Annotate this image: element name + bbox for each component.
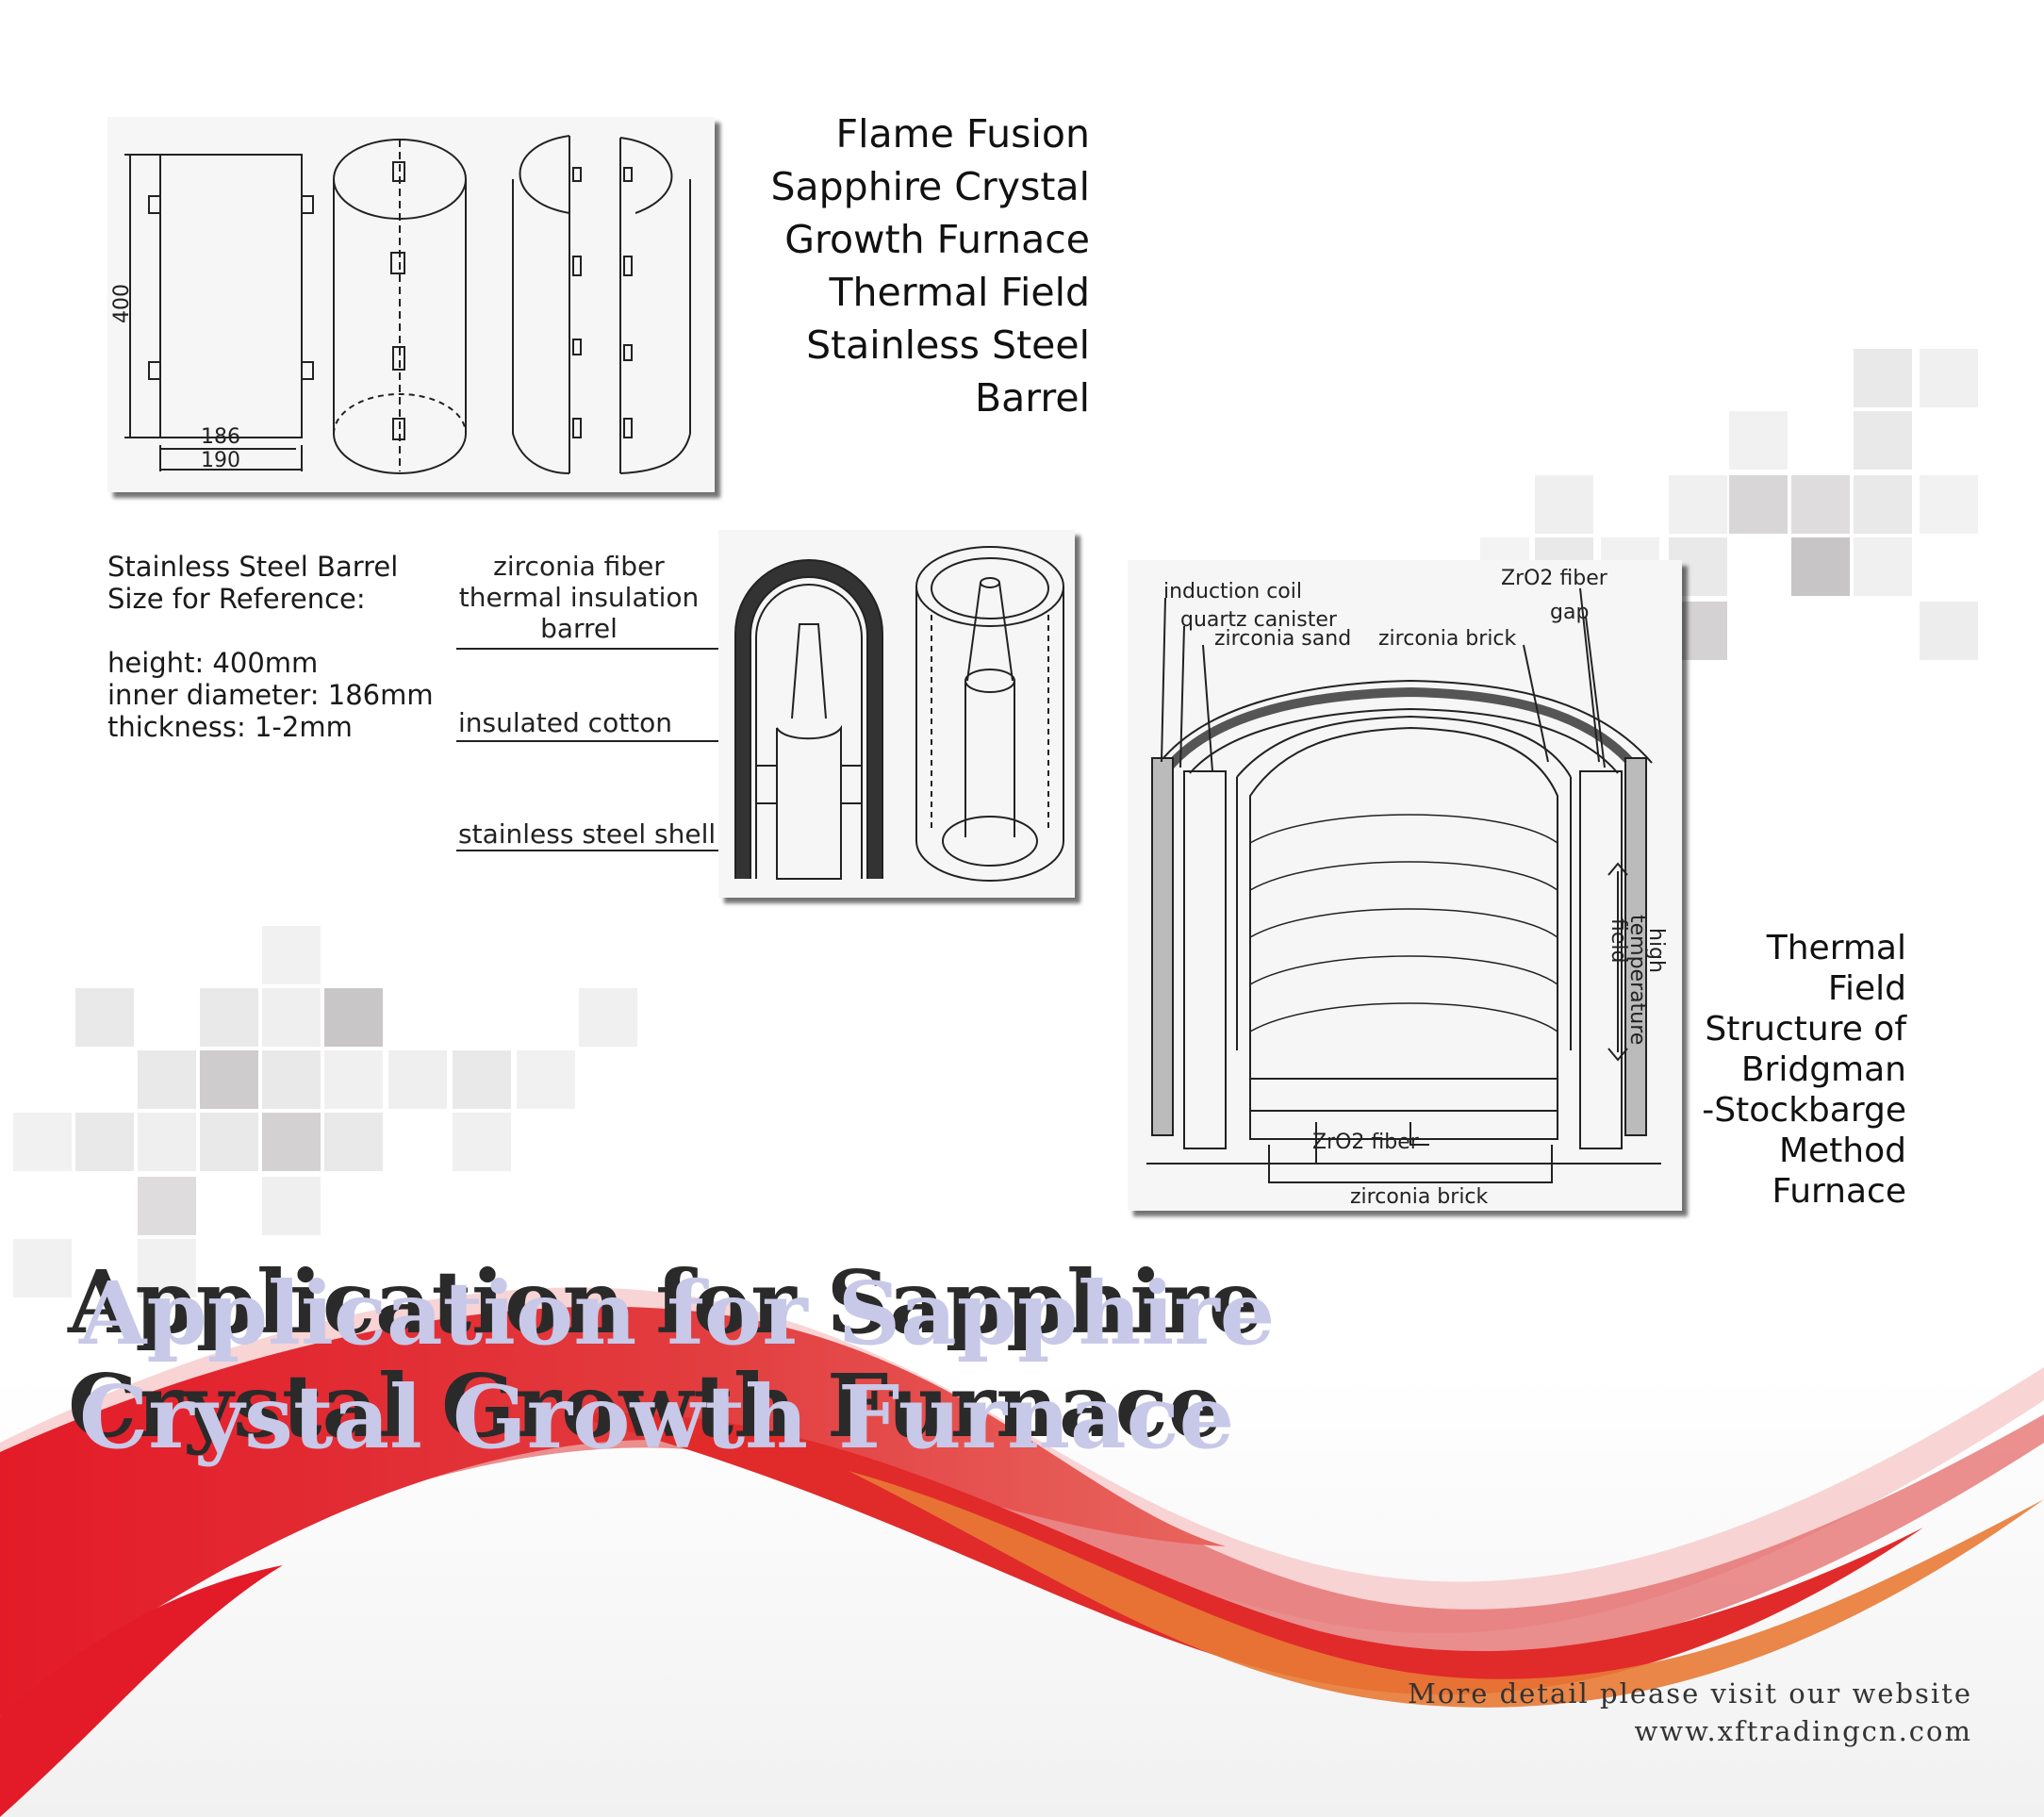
bridgman-title-line: Bridgman [1740, 1050, 1906, 1089]
insulation-drawing [734, 546, 1064, 882]
barrel-title-line: Growth Furnace [784, 217, 1090, 262]
size-inner-diameter: inner diameter: 186mm [107, 679, 434, 711]
bridgman-drawing: induction coil quartz canister zirconia … [1146, 567, 1668, 1209]
red-wave-decoration [0, 1287, 2044, 1817]
fiber-label-line: thermal insulation [458, 582, 700, 613]
zro2-fiber-top-label: ZrO2 fiber [1501, 567, 1608, 590]
zro2-fiber-bottom-label: ZrO2 fiber [1312, 1131, 1420, 1154]
barrel-title-line: Flame Fusion [835, 111, 1090, 157]
size-thickness: thickness: 1-2mm [107, 711, 353, 743]
bridgman-title-line: Method [1778, 1131, 1906, 1170]
fiber-label-line: barrel [540, 613, 618, 644]
quartz-canister-label: quartz canister [1180, 608, 1338, 632]
size-notes: Stainless Steel Barrel Size for Referenc… [107, 551, 475, 743]
insulation-drawing-panel [718, 530, 1075, 898]
bridgman-title-line: Field [1827, 969, 1906, 1008]
bridgman-drawing-panel: induction coil quartz canister zirconia … [1128, 560, 1682, 1211]
bridgman-title-line: -Stockbarge [1702, 1091, 1906, 1130]
headline-shadow: Application for Sapphire Crystal Growth … [68, 1250, 1263, 1458]
size-notes-heading: Stainless Steel Barrel [107, 551, 399, 583]
headline-line: Application for Sapphire [79, 1263, 1276, 1364]
headline-front: Application for Sapphire Crystal Growth … [79, 1262, 1275, 1469]
zirconia-brick-bottom-label: zirconia brick [1350, 1185, 1489, 1209]
gap-label: gap [1550, 601, 1589, 624]
fiber-barrel-label: zirconia fiber thermal insulation barrel [456, 551, 701, 644]
page-headline: Application for Sapphire Crystal Growth … [68, 1250, 1294, 1477]
barrel-title-line: Thermal Field [829, 270, 1090, 315]
size-notes-heading: Size for Reference: [107, 583, 366, 615]
dim-inner-label: 186 [201, 425, 240, 449]
dim-outer-label: 190 [201, 449, 240, 472]
headline-line: Crystal Growth Furnace [68, 1355, 1224, 1457]
bridgman-title-line: Structure of [1705, 1010, 1906, 1049]
bridgman-title-line: Thermal [1766, 929, 1906, 967]
barrel-title: Flame Fusion Sapphire Crystal Growth Fur… [717, 107, 1091, 424]
zirconia-sand-label: zirconia sand [1214, 627, 1351, 651]
footer-visit-text: More detail please visit our website [1408, 1677, 1972, 1710]
stainless-shell-label: stainless steel shell [458, 818, 717, 850]
barrel-title-line: Sapphire Crystal [770, 164, 1091, 209]
barrel-drawing: 400 186 190 [110, 135, 691, 474]
zirconia-brick-top-label: zirconia brick [1378, 627, 1517, 651]
size-height: height: 400mm [107, 647, 319, 679]
bridgman-title: Thermal Field Structure of Bridgman -Sto… [1659, 928, 1906, 1212]
temperature-label: temperature [1625, 915, 1649, 1045]
footer-website: www.xftradingcn.com [1634, 1715, 1972, 1747]
headline-line: Crystal Growth Furnace [79, 1366, 1235, 1468]
bridgman-title-line: Furnace [1772, 1172, 1906, 1211]
footer: More detail please visit our website www… [1408, 1675, 1972, 1750]
barrel-title-line: Barrel [975, 375, 1090, 421]
insulated-cotton-label: insulated cotton [458, 707, 673, 738]
barrel-title-line: Stainless Steel [806, 322, 1090, 368]
barrel-drawing-panel: 400 186 190 [107, 117, 715, 492]
induction-coil-label: induction coil [1163, 580, 1302, 603]
insulation-leader-lines [456, 648, 735, 851]
headline-line: Application for Sapphire [68, 1251, 1264, 1353]
high-label: high [1644, 928, 1668, 973]
field-label: field [1607, 918, 1630, 963]
fiber-label-line: zirconia fiber [493, 551, 665, 582]
dim-height-label: 400 [110, 284, 134, 323]
